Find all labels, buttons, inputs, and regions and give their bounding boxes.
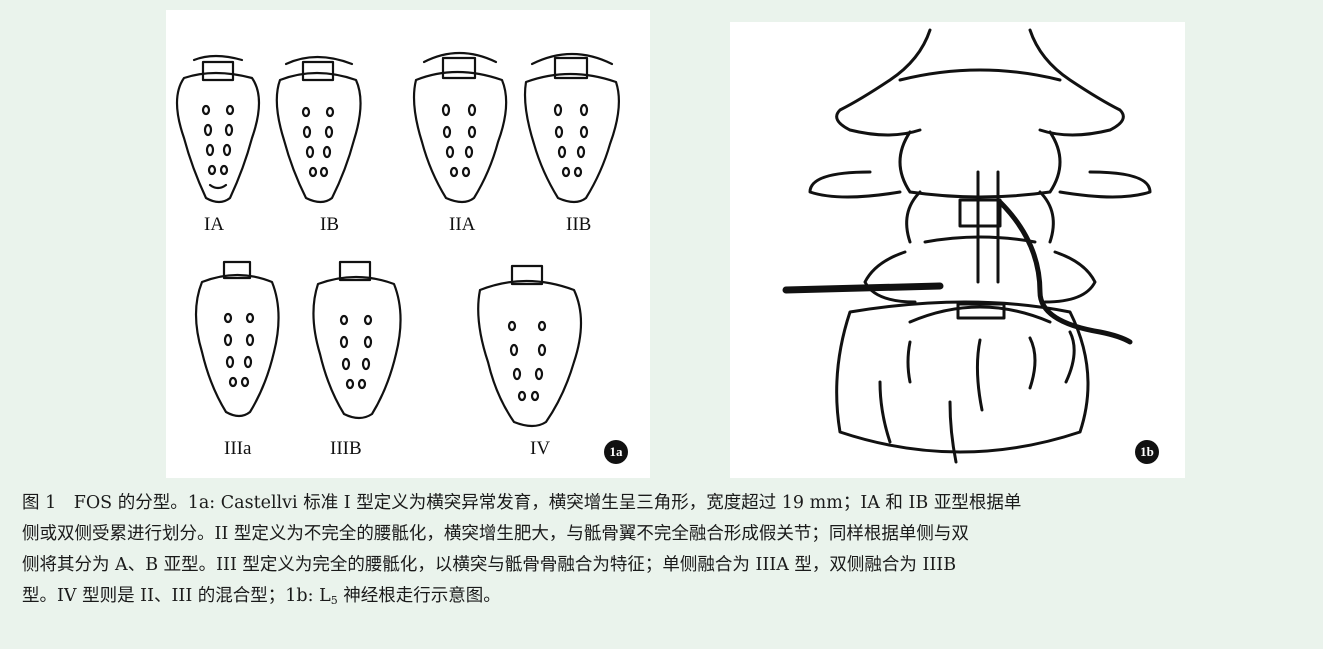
figure-panel-1b: 1b: [730, 22, 1185, 478]
sacrum-iv: [478, 266, 581, 426]
figure-panel-1a: IA IB IIA IIB IIIa IIIB IV 1a: [166, 10, 650, 478]
label-iiib: IIIB: [330, 438, 362, 460]
sacrum-ia: [177, 56, 259, 202]
figure-caption: 图 1 FOS 的分型。1a: Castellvi 标准 I 型定义为横突异常发…: [22, 488, 1304, 616]
label-iia: IIA: [449, 214, 475, 236]
sacrum-sketches: [166, 10, 650, 478]
sacrum-iiia: [196, 262, 279, 416]
caption-line-2: 侧或双侧受累进行划分。II 型定义为不完全的腰骶化，横突增生肥大，与骶骨翼不完全…: [22, 519, 1304, 550]
badge-1b: 1b: [1135, 440, 1159, 464]
label-iv: IV: [530, 438, 550, 460]
nerve-root-sketch: [730, 22, 1185, 478]
label-ia: IA: [204, 214, 224, 236]
label-iib: IIB: [566, 214, 591, 236]
sacrum-iib: [525, 54, 619, 202]
sacrum-iiib: [313, 262, 400, 418]
caption-line-1: 图 1 FOS 的分型。1a: Castellvi 标准 I 型定义为横突异常发…: [22, 488, 1304, 519]
caption-line-4: 型。IV 型则是 II、III 的混合型；1b: L5 神经根走行示意图。: [22, 581, 1304, 616]
caption-line-3: 侧将其分为 A、B 亚型。III 型定义为完全的腰骶化，以横突与骶骨骨融合为特征…: [22, 550, 1304, 581]
badge-1a: 1a: [604, 440, 628, 464]
label-ib: IB: [320, 214, 339, 236]
sacrum-ib: [277, 57, 361, 202]
label-iiia: IIIa: [224, 438, 251, 460]
sacrum-iia: [414, 53, 506, 202]
